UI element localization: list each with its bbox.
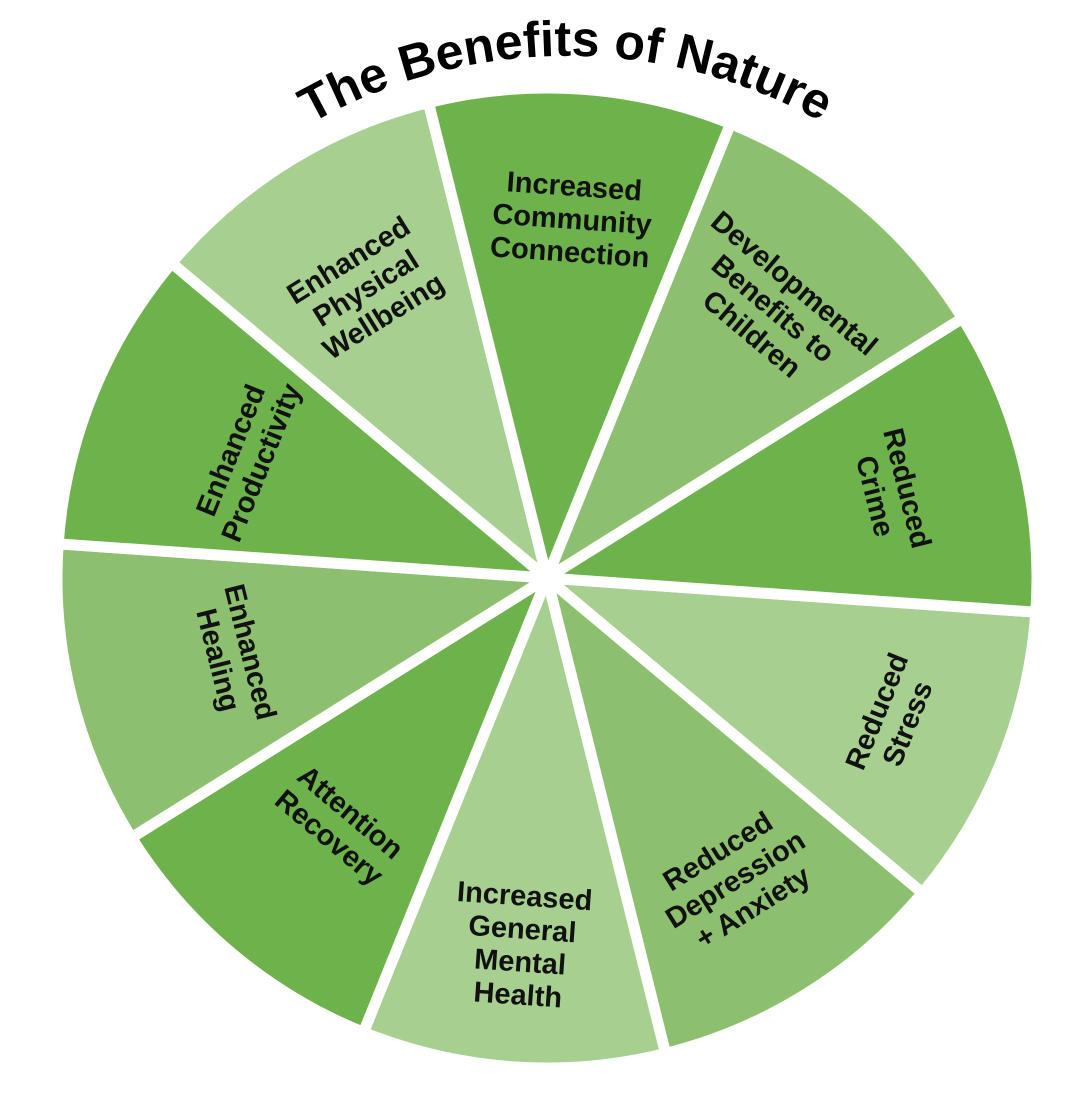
wheel-hub [529, 560, 565, 596]
wheel-segment-1 [530, 571, 1042, 901]
segment-label-1: ReducedStress [840, 649, 946, 787]
wheel-segment-4 [123, 564, 559, 1040]
segment-label-line: Mental [473, 943, 567, 981]
wheel-segment-5 [51, 537, 565, 846]
segment-label-line: General [467, 910, 577, 949]
wheel-segment-6 [52, 255, 564, 585]
segment-label-line: Health [472, 976, 563, 1014]
wheel-segment-9 [535, 116, 971, 592]
wheel-segment-3 [356, 560, 673, 1074]
segment-label-3: IncreasedGeneralMentalHealth [449, 876, 593, 1016]
wheel-segment-8 [421, 82, 738, 596]
wheel-segment-10 [529, 310, 1043, 619]
wheel-segments [51, 82, 1043, 1074]
segment-label-8: IncreasedCommunityConnection [489, 165, 655, 274]
